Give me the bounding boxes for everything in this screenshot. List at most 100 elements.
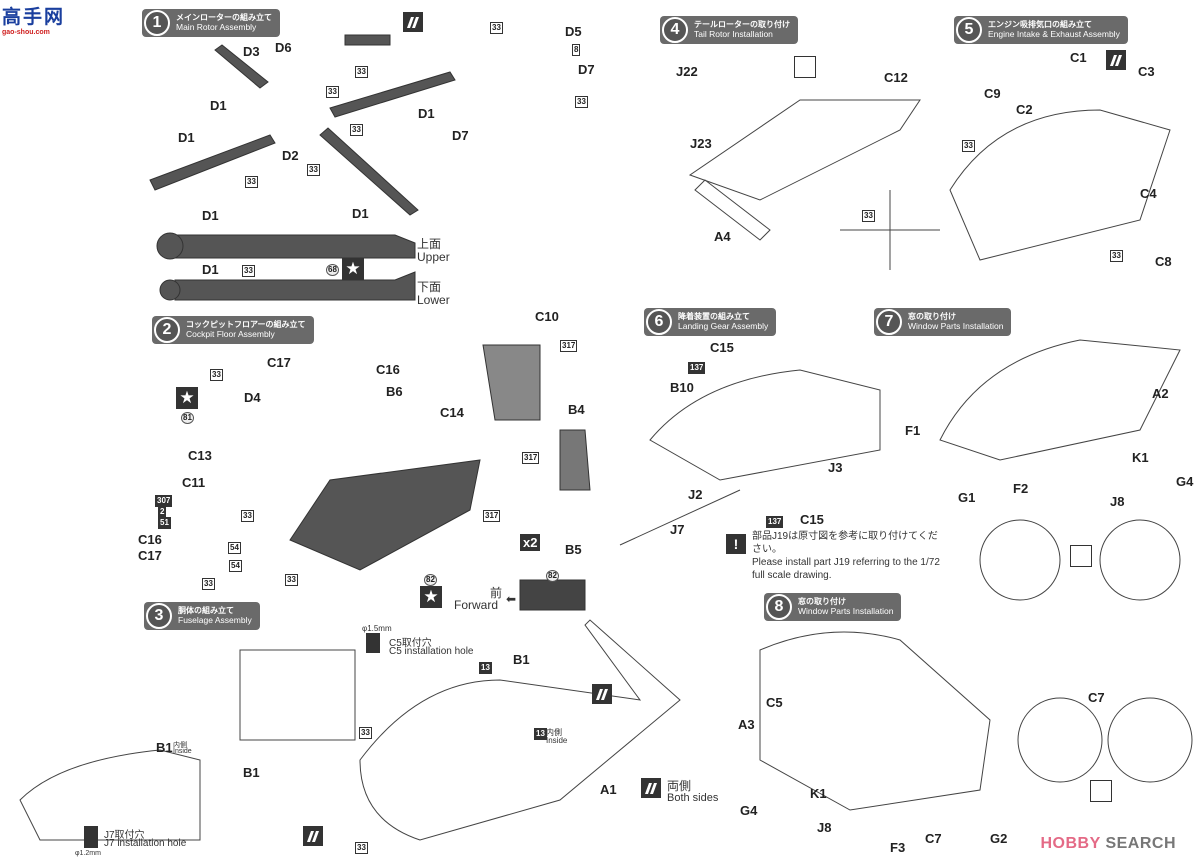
rotor-blade-upper <box>174 234 416 259</box>
stabilizer-a4 <box>694 179 771 241</box>
fuselage-outline <box>359 619 681 841</box>
part-label: C7 <box>925 831 942 846</box>
both-sides-jp: 両側 <box>667 779 692 793</box>
paint-code: 51 <box>158 517 171 529</box>
paint-code: 33 <box>326 86 339 98</box>
drill-hole-icon <box>366 633 380 653</box>
part-label: D2 <box>282 148 299 163</box>
step-number: 7 <box>876 309 902 335</box>
detail-circle-c7-left <box>1017 697 1103 783</box>
part-label: C14 <box>440 405 464 420</box>
forward-label-en: Forward <box>454 598 499 612</box>
part-label: F1 <box>905 423 921 438</box>
step-title-jp: 降着装置の組み立て <box>678 312 750 322</box>
paint-code: 33 <box>359 727 372 739</box>
detail-circle-right <box>1099 519 1181 601</box>
part-label: B1 <box>156 740 173 755</box>
j7-hole-en: J7 installation hole <box>104 838 187 849</box>
part-label: B1 <box>513 652 530 667</box>
glue-icon <box>641 778 661 798</box>
forward-label-jp: 前 <box>490 586 503 600</box>
part-label: J8 <box>1110 494 1125 509</box>
paint-code: 33 <box>210 369 223 381</box>
paint-code: 137 <box>766 516 784 528</box>
star-decal-icon: ★ <box>420 586 442 608</box>
part-label: D6 <box>275 40 292 55</box>
rotor-hub <box>344 34 391 46</box>
paint-code: 33 <box>285 574 298 586</box>
part-label: B4 <box>568 402 585 417</box>
paint-code: 82 <box>424 574 437 586</box>
paint-code: 137 <box>688 362 706 374</box>
part-label: G2 <box>990 831 1008 846</box>
part-label: C8 <box>1155 254 1172 269</box>
part-label: J8 <box>817 820 832 835</box>
step-title-jp: テールローターの取り付け <box>694 20 790 30</box>
rotor-hub-upper <box>156 232 184 260</box>
cockpit-floor <box>289 459 481 571</box>
part-label: C17 <box>267 355 291 370</box>
cut-off-icon <box>794 56 816 78</box>
rotor-blade <box>329 71 456 118</box>
c5-diameter: φ1.5mm <box>362 624 392 633</box>
part-label: A3 <box>738 717 755 732</box>
part-label: D1 <box>178 130 195 145</box>
part-label: C17 <box>138 548 162 563</box>
step-title-jp: 窓の取り付け <box>798 597 846 607</box>
paint-code: 33 <box>245 176 258 188</box>
j19-note-en: Please install part J19 referring to the… <box>752 557 940 581</box>
part-label: D3 <box>243 44 260 59</box>
part-label: G4 <box>1176 474 1194 489</box>
paint-code: 33 <box>355 66 368 78</box>
site-logo: 高手网 gao-shou.com <box>2 2 65 36</box>
step-title-en: Main Rotor Assembly <box>176 21 257 32</box>
c5-hole-jp: C5取付穴 <box>389 638 432 649</box>
part-label: C16 <box>376 362 400 377</box>
part-label: C13 <box>188 448 212 463</box>
step-title-en: Window Parts Installation <box>798 605 894 616</box>
part-label: A2 <box>1152 386 1169 401</box>
paint-code: 33 <box>862 210 875 222</box>
part-label: A1 <box>600 782 617 797</box>
step-number: 8 <box>766 594 792 620</box>
j7-hole-jp: J7取付穴 <box>104 830 145 841</box>
step-title-jp: エンジン吸排気口の組み立て <box>988 20 1092 30</box>
part-label: D1 <box>352 206 369 221</box>
part-label: C2 <box>1016 102 1033 117</box>
site-logo-title: 高手网 <box>2 7 66 28</box>
part-label: C1 <box>1070 50 1087 65</box>
part-label: B1 <box>243 765 260 780</box>
paint-code: 33 <box>202 578 215 590</box>
window-fuselage-8 <box>759 631 991 811</box>
part-label: D1 <box>202 262 219 277</box>
part-label: B10 <box>670 380 694 395</box>
seat <box>559 429 591 491</box>
part-label: J22 <box>676 64 698 79</box>
part-label: B5 <box>565 542 582 557</box>
paint-code: 33 <box>307 164 320 176</box>
both-sides-en: Both sides <box>667 792 719 804</box>
paint-code: 82 <box>546 570 559 582</box>
paint-code: 33 <box>962 140 975 152</box>
paint-code: 81 <box>181 412 194 424</box>
brand-right: SEARCH <box>1105 835 1176 852</box>
part-label: C7 <box>1088 690 1105 705</box>
step-title-jp: 胴体の組み立て <box>178 606 234 616</box>
step-number: 1 <box>144 10 170 36</box>
step-title-jp: メインローターの組み立て <box>176 13 272 23</box>
glue-icon <box>1106 50 1126 70</box>
step-title-en: Cockpit Floor Assembly <box>186 328 275 339</box>
paint-code: 13 <box>479 662 492 674</box>
step-number: 5 <box>956 17 982 43</box>
inside-label-en: Inside <box>546 736 568 745</box>
rotor-blade <box>319 127 419 216</box>
arrow-left-icon: ⬅ <box>506 592 517 606</box>
paint-code: 33 <box>242 265 255 277</box>
rotor-blade <box>214 44 269 89</box>
paint-code: 317 <box>522 452 540 464</box>
part-label: C15 <box>800 512 824 527</box>
